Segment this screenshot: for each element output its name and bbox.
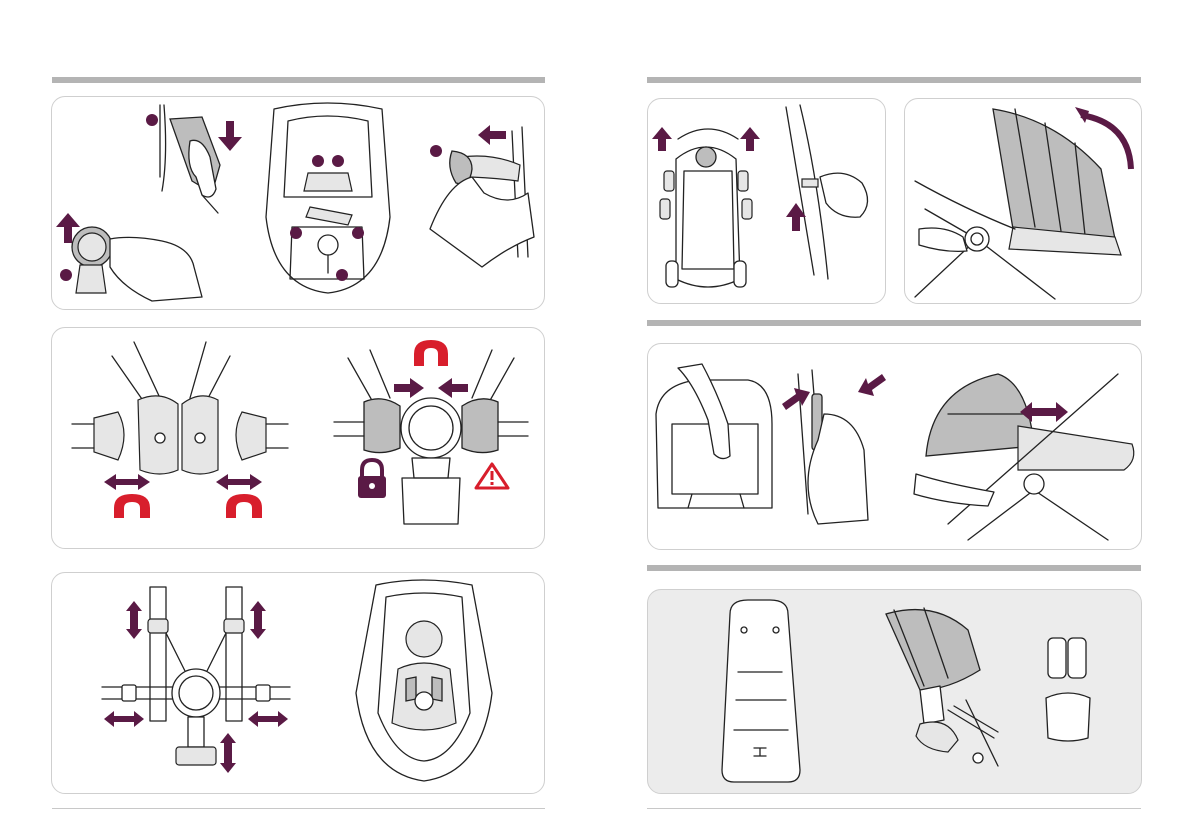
magnetic-buckle-illustration	[52, 328, 544, 548]
harness-adjust-illustration	[52, 573, 544, 793]
arrow-left-icon	[858, 374, 886, 396]
panel-seat-unit	[647, 343, 1142, 550]
double-arrow-icon	[104, 474, 150, 490]
panel-harness-adjust	[51, 572, 545, 794]
step-dot	[430, 145, 442, 157]
right-footer-rule	[647, 808, 1141, 809]
panel-accessories	[647, 589, 1142, 794]
canopy-attach-illustration	[648, 99, 885, 303]
panel-canopy-fold	[904, 98, 1142, 304]
double-arrow-icon	[248, 711, 288, 727]
left-header-rule	[52, 77, 545, 83]
arrow-left-icon	[438, 378, 468, 398]
curved-arrow-icon	[1075, 107, 1089, 123]
left-footer-rule	[52, 808, 545, 809]
seat-unit-illustration	[648, 344, 1141, 549]
arrow-up-icon	[652, 127, 672, 151]
step-dot	[336, 269, 348, 281]
right-section3-rule	[647, 565, 1141, 571]
magnet-icon	[114, 494, 150, 524]
arrow-down-icon	[218, 121, 242, 151]
step-dot	[312, 155, 324, 167]
panel-canopy-attach	[647, 98, 886, 304]
warning-icon	[476, 464, 508, 488]
step-dot	[332, 155, 344, 167]
double-arrow-icon	[216, 474, 262, 490]
arrow-right-icon	[782, 388, 810, 410]
panel-fabric-removal	[51, 96, 545, 310]
lock-icon	[358, 460, 386, 498]
right-section2-rule	[647, 320, 1141, 326]
double-arrow-icon	[250, 601, 266, 639]
step-dot	[352, 227, 364, 239]
panel-magnetic-buckle	[51, 327, 545, 549]
arrow-right-icon	[394, 378, 424, 398]
magnet-icon	[226, 494, 262, 524]
double-arrow-icon	[104, 711, 144, 727]
double-arrow-icon	[126, 601, 142, 639]
fabric-removal-illustration	[52, 97, 544, 309]
step-dot	[290, 227, 302, 239]
step-dot	[146, 114, 158, 126]
arrow-left-icon	[478, 125, 506, 145]
double-arrow-icon	[220, 733, 236, 773]
step-dot	[60, 269, 72, 281]
right-header-rule	[647, 77, 1141, 83]
magnet-icon	[414, 340, 448, 372]
canopy-fold-illustration	[905, 99, 1141, 303]
arrow-up-icon	[740, 127, 760, 151]
accessories-illustration	[648, 590, 1141, 793]
